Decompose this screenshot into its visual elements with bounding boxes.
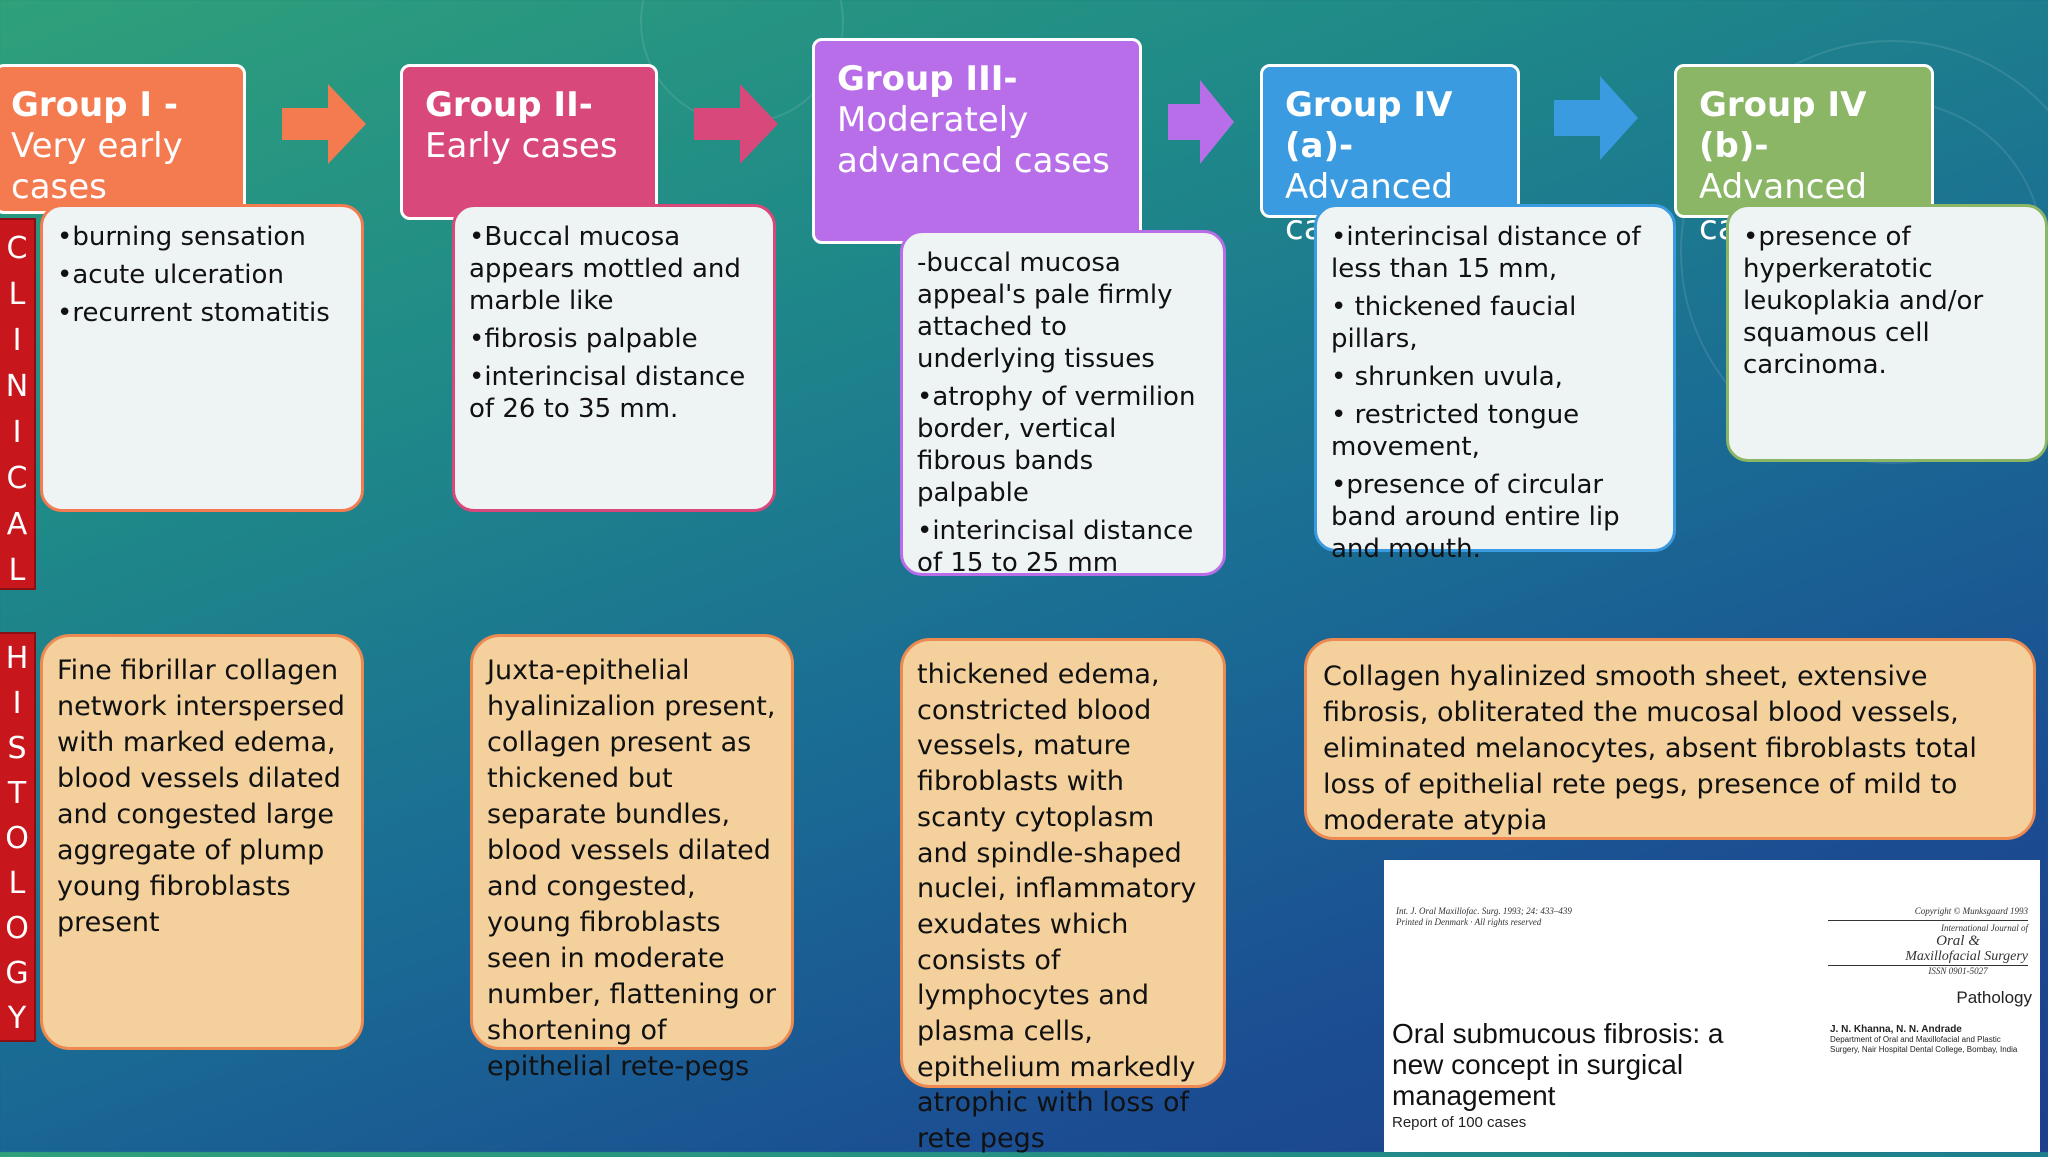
side-label-letter: C: [6, 461, 28, 496]
journal-name-line3: Maxillofacial Surgery: [1905, 949, 2028, 964]
clinical-box-group-1: •burning sensation •acute ulceration •re…: [40, 204, 364, 512]
clinical-box-group-2: •Buccal mucosa appears mottled and marbl…: [452, 204, 776, 512]
group-4a-header: Group IV (a)-Advanced cases: [1260, 64, 1520, 248]
article-affiliation: Department of Oral and Maxillofacial and…: [1830, 1035, 2018, 1054]
histology-box-group-4: Collagen hyalinized smooth sheet, extens…: [1304, 638, 2036, 840]
journal-article-excerpt: Int. J. Oral Maxillofac. Surg. 1993; 24:…: [1384, 860, 2040, 1152]
side-label-letter: Y: [7, 1001, 27, 1036]
journal-citation: Int. J. Oral Maxillofac. Surg. 1993; 24:…: [1396, 906, 1572, 916]
side-label-letter: N: [5, 369, 29, 404]
article-subtitle: Report of 100 cases: [1392, 1114, 1527, 1131]
arrow-right-icon: [694, 84, 778, 164]
side-label-letter: C: [6, 231, 28, 266]
clinical-box-group-4a: •interincisal distance of less than 15 m…: [1314, 204, 1676, 564]
side-label-letter: L: [8, 866, 26, 901]
arrow-right-icon: [1554, 76, 1638, 160]
side-label-letter: I: [12, 415, 22, 450]
arrow-right-icon: [1168, 80, 1234, 164]
side-label-letter: A: [6, 507, 28, 542]
side-label-letter: S: [7, 731, 27, 766]
histology-box-group-1: Fine fibrillar collagen network interspe…: [40, 634, 364, 1050]
group-3-header: Group III-Moderately advanced cases: [812, 38, 1142, 244]
group-1-header: Group I -Very early cases: [0, 64, 246, 214]
journal-name-line2: Oral &: [1936, 933, 1980, 949]
journal-printed: Printed in Denmark · All rights reserved: [1396, 917, 1542, 927]
group-4b-header: Group IV (b)-Advanced cases: [1674, 64, 1934, 248]
journal-copyright: Copyright © Munksgaard 1993: [1914, 906, 2028, 916]
article-authors: J. N. Khanna, N. N. Andrade: [1830, 1024, 1962, 1035]
side-label-letter: O: [5, 821, 29, 856]
side-label-letter: I: [12, 686, 22, 721]
arrow-right-icon: [282, 84, 366, 164]
histology-box-group-3: thickened edema, constricted blood vesse…: [900, 638, 1226, 1154]
section-label: Pathology: [1956, 988, 2032, 1007]
group-2-header: Group II-Early cases: [400, 64, 658, 220]
side-label-letter: L: [8, 553, 26, 588]
side-label-letter: T: [7, 776, 27, 811]
side-label-letter: L: [8, 277, 26, 312]
journal-name-line1: International Journal of: [1828, 920, 2028, 934]
side-label-letter: G: [5, 956, 29, 991]
side-label-letter: I: [12, 323, 22, 358]
histology-box-group-2: Juxta-epithelial hyalinizalion present, …: [470, 634, 794, 1082]
journal-issn: ISSN 0901-5027: [1828, 965, 2028, 977]
clinical-box-group-3: -buccal mucosa appeal's pale firmly atta…: [900, 230, 1226, 578]
article-title: Oral submucous fibrosis: a new concept i…: [1392, 1018, 1724, 1111]
side-label-letter: H: [5, 641, 29, 676]
clinical-box-group-4b: •presence of hyperkeratotic leukoplakia …: [1726, 204, 2048, 462]
side-label-letter: O: [5, 911, 29, 946]
